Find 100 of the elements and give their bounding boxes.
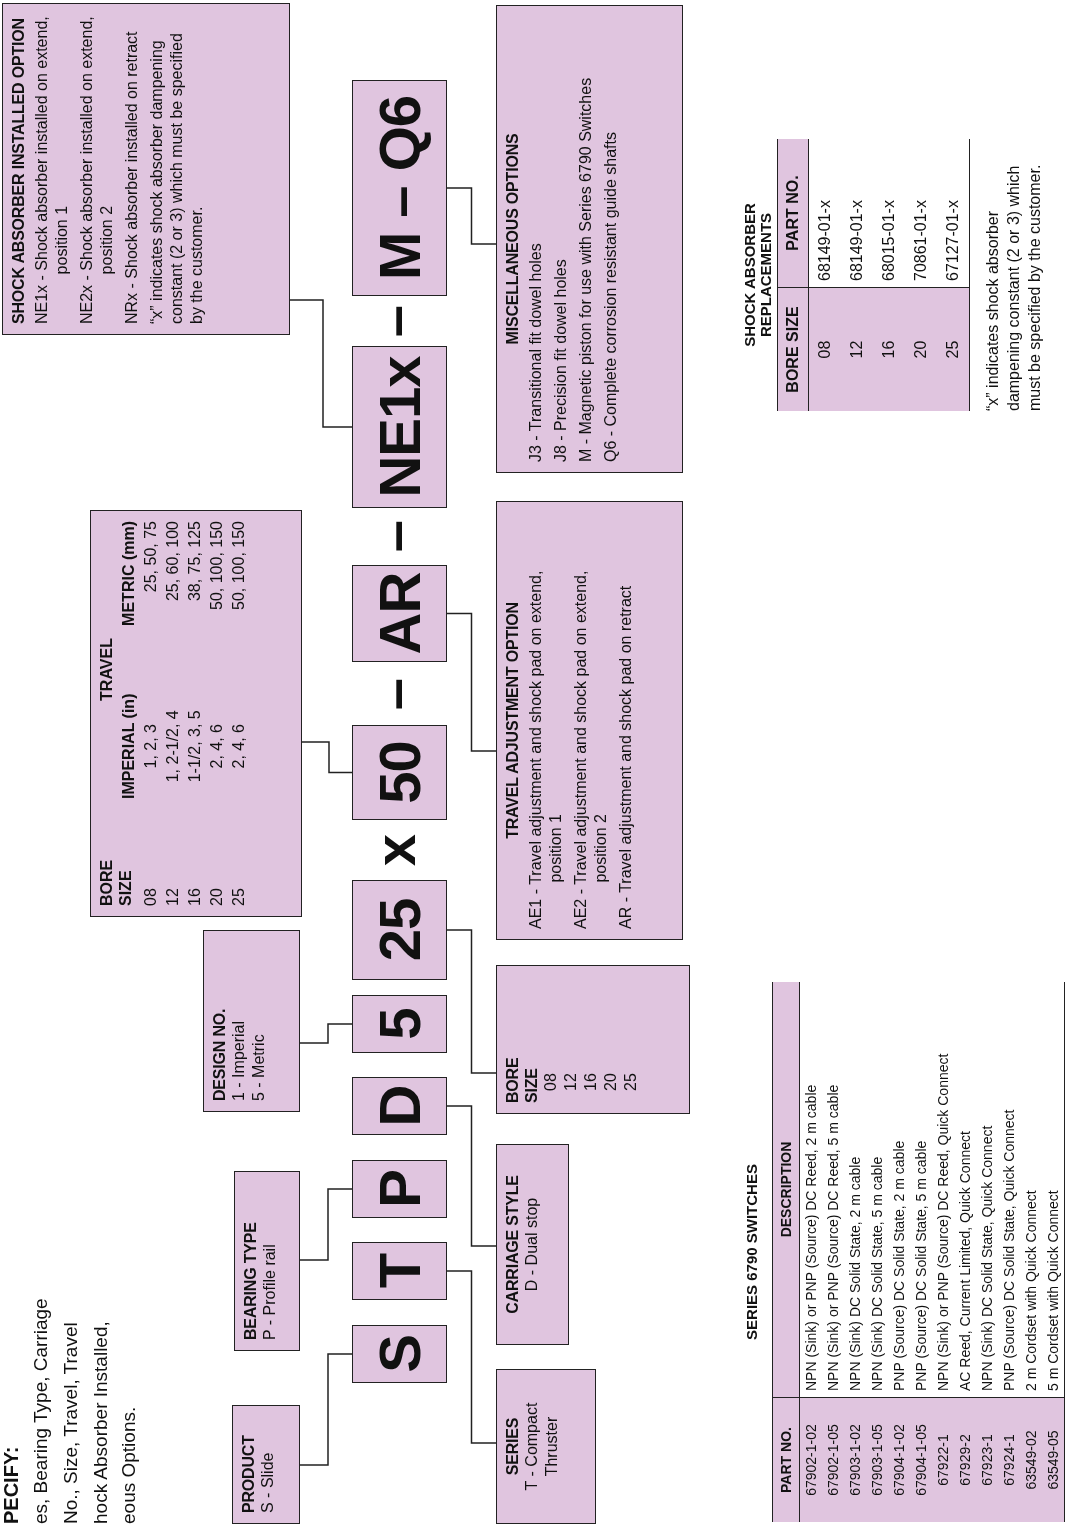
column-header: BORE SIZE — [778, 287, 809, 411]
code-box — [352, 1160, 447, 1218]
column-header: PART NO. — [773, 1397, 800, 1522]
code-separator: – — [366, 677, 424, 711]
column-header: METRIC (mm) — [119, 521, 138, 628]
option-text: P - Profile rail — [260, 1243, 279, 1340]
code-letter: 25 — [370, 898, 429, 962]
box-heading: SERIES — [503, 1416, 522, 1478]
table-cell-text: 25, 60, 100 — [163, 521, 182, 604]
table-cell-text: 2, 4, 6 — [229, 723, 248, 771]
table-cell-text: 38, 75, 125 — [185, 521, 204, 604]
table-cell: 20 — [905, 287, 937, 411]
connector-line — [289, 299, 353, 428]
option-box — [496, 1144, 569, 1345]
code-letter: M – Q6 — [370, 95, 429, 281]
table-title: SHOCK ABSORBER REPLACEMENTS — [742, 202, 774, 349]
table-cell: 63549-05 — [1042, 1397, 1064, 1522]
code-letter: T — [370, 1253, 429, 1289]
instruction-text: eous Options. — [118, 1406, 140, 1524]
option-text: 16 — [581, 1072, 600, 1091]
note-text: “x” indicates shock absorber dampening constant (2 or 3) which must be specified by the customer. — [147, 32, 206, 324]
code-letter: 50 — [370, 741, 429, 804]
option-text: Q6 - Complete corrosion resistant guide shafts — [601, 131, 620, 462]
table-cell: 25 — [937, 287, 969, 411]
option-box — [232, 1405, 300, 1524]
option-box — [203, 930, 300, 1112]
code-letter: NE1x — [370, 356, 429, 498]
box-heading: DESIGN NO. — [210, 1007, 229, 1101]
connector-line — [301, 741, 353, 774]
option-box — [2, 3, 290, 335]
connector-line — [299, 1353, 353, 1466]
table-cell: 67903-1-02 — [844, 1397, 866, 1522]
option-text: J8 - Precision fit dowel holes — [551, 258, 570, 462]
table-cell-text: 1, 2, 3 — [141, 723, 160, 771]
note-text: “x” indicates shock absorber dampening constant (2 or 3) which must be specified by the customer. — [983, 163, 1044, 411]
table-cell: 67903-1-05 — [866, 1397, 888, 1522]
table-cell: 67904-1-05 — [910, 1397, 932, 1522]
table-cell: 16 — [873, 287, 905, 411]
table-cell-text: 16 — [185, 887, 204, 906]
table-cell-text: 1-1/2, 3, 5 — [185, 709, 204, 785]
option-text: AE1 - Travel adjustment and shock pad on extend, position 1 — [526, 569, 565, 929]
table-cell: 12 — [841, 287, 873, 411]
section-heading: PECIFY: — [0, 1446, 22, 1524]
option-text: M - Magnetic piston for use with Series 6790 Switches — [576, 76, 595, 462]
table-cell-text: 20 — [207, 887, 226, 906]
instruction-text: es, Bearing Type, Carriage — [30, 1298, 52, 1524]
option-text: AE2 - Travel adjustment and shock pad on extend, position 2 — [571, 569, 610, 929]
connector-line — [446, 187, 497, 245]
option-box — [496, 5, 683, 473]
code-letter: P — [370, 1170, 429, 1208]
box-heading: SHOCK ABSORBER INSTALLED OPTION — [9, 17, 28, 324]
column-header: IMPERIAL (in) — [119, 692, 138, 801]
option-text: T - Compact Thruster — [522, 1401, 561, 1493]
table-cell: 67902-1-05 — [822, 1397, 844, 1522]
table-cell: 67923-1 — [976, 1397, 998, 1522]
option-box — [496, 965, 690, 1114]
code-separator: – — [366, 304, 424, 338]
code-letter: S — [370, 1335, 429, 1373]
box-heading: BORE SIZE — [503, 1056, 541, 1103]
table-cell: 63549-02 — [1020, 1397, 1042, 1522]
option-text: D - Dual stop — [522, 1196, 541, 1294]
option-text: 12 — [561, 1072, 580, 1091]
column-header: BORE SIZE — [97, 858, 135, 906]
option-text: 25 — [621, 1072, 640, 1091]
option-text: J3 - Transitional fit dowel holes — [526, 242, 545, 462]
instruction-text: No., Size, Travel, Travel — [60, 1322, 82, 1524]
code-letter: D — [370, 1085, 429, 1127]
table-cell-text: 12 — [163, 887, 182, 906]
instruction-text: hock Absorber Installed, — [90, 1321, 112, 1524]
code-box — [352, 565, 447, 662]
connector-line — [299, 1188, 353, 1261]
code-box — [352, 995, 447, 1053]
connector-line — [446, 929, 497, 1074]
box-heading: BEARING TYPE — [241, 1221, 260, 1340]
option-text: 08 — [541, 1072, 560, 1091]
table-cell-text: 25, 50, 75 — [141, 521, 160, 595]
connector-line — [299, 1023, 353, 1044]
table-cell: 67929-2 — [954, 1397, 976, 1522]
connector-line — [446, 612, 497, 752]
column-header: TRAVEL — [97, 637, 116, 703]
table-cell-text: 25 — [229, 887, 248, 906]
connector-line — [446, 1270, 497, 1444]
code-box — [352, 1325, 447, 1383]
option-text: AR - Travel adjustment and shock pad on retract — [616, 584, 635, 929]
code-box — [352, 80, 447, 296]
table-cell: 67904-1-02 — [888, 1397, 910, 1522]
table-cell: 67922-1 — [932, 1397, 954, 1522]
table-title: SERIES 6790 SWITCHES — [744, 1163, 760, 1342]
option-box — [90, 510, 302, 917]
box-heading: CARRIAGE STYLE — [503, 1174, 522, 1316]
option-text: 1 - Imperial — [229, 1019, 248, 1101]
code-box — [352, 1077, 447, 1135]
code-letter: 5 — [370, 1008, 429, 1040]
option-box — [496, 1369, 596, 1524]
column-header: DESCRIPTION — [773, 982, 800, 1397]
option-text: 5 - Metric — [249, 1033, 268, 1101]
table-cell-text: 1, 2-1/2, 4 — [163, 709, 182, 785]
code-box — [352, 1242, 447, 1300]
table-cell-text: 50, 100, 150 — [229, 521, 248, 612]
code-box — [352, 880, 447, 980]
